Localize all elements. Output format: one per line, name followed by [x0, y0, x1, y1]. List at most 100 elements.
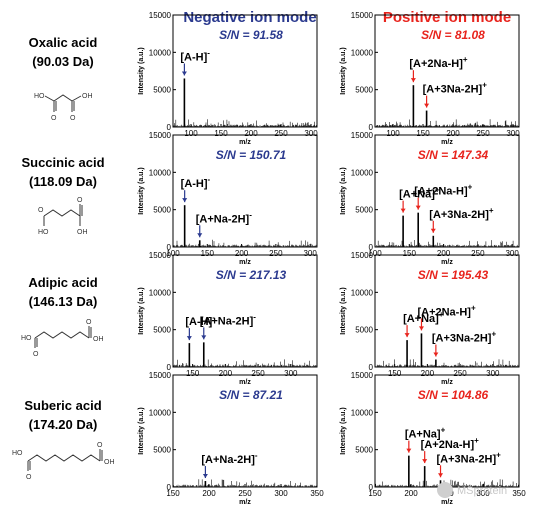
- y-tick-label: 5000: [355, 86, 373, 95]
- spectrum-panel: 050001000015000150200250300350m/zIntensi…: [340, 371, 526, 506]
- ion-charge: +: [441, 426, 446, 435]
- x-tick-label: 150: [186, 369, 200, 378]
- ion-label: [A+2Na-H]+: [421, 436, 479, 451]
- x-tick-label: 100: [166, 249, 180, 258]
- x-axis-label: m/z: [441, 259, 453, 266]
- y-tick-label: 5000: [153, 86, 171, 95]
- peak-arrow-head: [186, 336, 192, 341]
- svg-text:O: O: [51, 115, 57, 122]
- svg-text:OH: OH: [82, 93, 93, 100]
- peak-arrow-head: [424, 103, 430, 108]
- x-tick-label: 100: [184, 129, 198, 138]
- x-tick-label: 300: [506, 129, 520, 138]
- x-tick-label: 300: [304, 129, 318, 138]
- ion-charge: +: [463, 55, 468, 64]
- svg-text:O: O: [38, 207, 44, 214]
- y-tick-label: 10000: [351, 48, 374, 57]
- noise-trace: [173, 359, 317, 367]
- suberic-acid-structure-icon: HO O O OH: [12, 442, 115, 481]
- x-tick-label: 250: [251, 369, 265, 378]
- signal-to-noise-label: S/N = 195.43: [418, 268, 489, 282]
- ion-charge: -: [208, 175, 211, 184]
- signal-to-noise-label: S/N = 81.08: [421, 28, 485, 42]
- y-tick-label: 10000: [351, 168, 374, 177]
- peak-arrow-head: [181, 71, 187, 76]
- x-tick-label: 250: [453, 369, 467, 378]
- x-tick-label: 200: [404, 489, 418, 498]
- x-tick-label: 300: [284, 369, 298, 378]
- svg-text:O: O: [77, 197, 83, 204]
- compound-name: Succinic acid: [21, 155, 104, 170]
- y-tick-label: 10000: [149, 48, 172, 57]
- compound-name: Suberic acid: [24, 398, 101, 413]
- peak-arrow-head: [400, 208, 406, 213]
- signal-to-noise-label: S/N = 147.34: [418, 148, 489, 162]
- x-tick-label: 250: [471, 249, 485, 258]
- x-tick-label: 100: [386, 129, 400, 138]
- oxalic-acid-structure-icon: HO OH O O: [34, 93, 93, 122]
- y-tick-label: 5000: [355, 206, 373, 215]
- x-tick-label: 200: [421, 369, 435, 378]
- signal-to-noise-label: S/N = 91.58: [219, 28, 283, 42]
- peak-arrow-head: [182, 198, 188, 203]
- signal-to-noise-label: S/N = 87.21: [219, 388, 283, 402]
- positive-mode-header: Positive ion mode: [383, 9, 511, 26]
- ion-label: [A+3Na-2H]+: [432, 330, 497, 345]
- svg-text:O: O: [97, 442, 103, 449]
- peak-arrow-head: [406, 448, 412, 453]
- y-tick-label: 5000: [153, 326, 171, 335]
- svg-text:O: O: [86, 319, 92, 326]
- svg-text:O: O: [33, 351, 39, 358]
- succinic-acid-structure-icon: HO O O OH: [38, 197, 88, 236]
- signal-to-noise-label: S/N = 217.13: [216, 268, 287, 282]
- peak-arrow-head: [410, 78, 416, 83]
- x-axis-label: m/z: [239, 139, 251, 146]
- x-tick-label: 250: [476, 129, 490, 138]
- y-tick-label: 5000: [355, 446, 373, 455]
- y-tick-label: 0: [167, 243, 172, 252]
- y-tick-label: 5000: [153, 446, 171, 455]
- x-tick-label: 300: [274, 489, 288, 498]
- x-tick-label: 250: [274, 129, 288, 138]
- y-tick-label: 15000: [351, 251, 374, 260]
- svg-text:HO: HO: [34, 93, 45, 100]
- x-tick-label: 300: [303, 249, 317, 258]
- svg-text:HO: HO: [21, 335, 32, 342]
- compound-mass: (118.09 Da): [29, 174, 97, 189]
- y-tick-label: 0: [369, 483, 374, 492]
- y-axis-label: Intensity (a.u.): [138, 287, 145, 334]
- ion-charge: -: [249, 210, 252, 219]
- ion-label: [A+Na-2H]-: [201, 451, 257, 466]
- x-tick-label: 200: [219, 369, 233, 378]
- y-tick-label: 10000: [149, 288, 172, 297]
- x-tick-label: 150: [166, 489, 180, 498]
- ion-charge: -: [212, 313, 215, 322]
- x-axis-label: m/z: [239, 499, 251, 506]
- y-tick-label: 0: [167, 363, 172, 372]
- y-tick-label: 10000: [149, 168, 172, 177]
- svg-text:O: O: [70, 115, 76, 122]
- compound-name: Oxalic acid: [29, 35, 98, 50]
- y-tick-label: 10000: [351, 408, 374, 417]
- ion-label: [A+Na]+: [403, 310, 444, 325]
- ion-charge: -: [207, 48, 210, 57]
- ion-label: [A+3Na-2H]+: [437, 450, 502, 465]
- noise-trace: [173, 239, 318, 247]
- x-tick-label: 200: [446, 129, 460, 138]
- ion-label: [A+Na-2H]-: [196, 210, 252, 225]
- y-axis-label: Intensity (a.u.): [340, 407, 347, 454]
- noise-trace: [375, 119, 520, 127]
- y-tick-label: 15000: [149, 251, 172, 260]
- ion-label: [A+2Na-H]+: [414, 183, 472, 198]
- noise-trace: [173, 119, 318, 127]
- x-tick-label: 300: [505, 249, 519, 258]
- ion-charge: +: [435, 186, 440, 195]
- ion-label: [A+Na]+: [399, 186, 440, 201]
